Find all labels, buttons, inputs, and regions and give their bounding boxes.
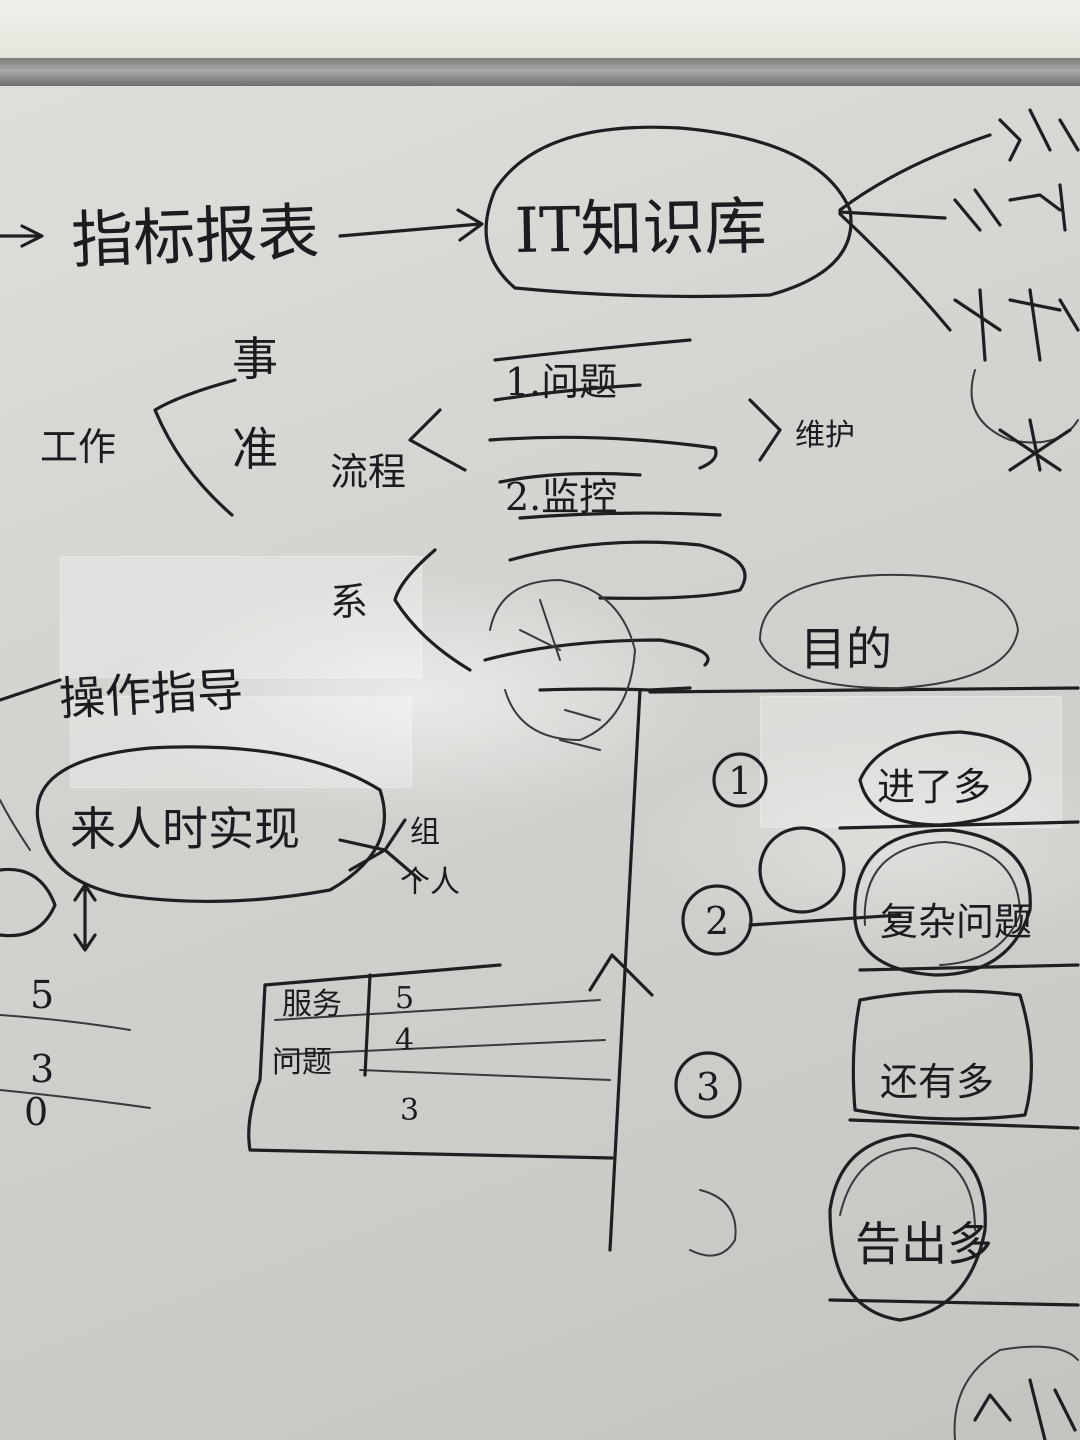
label-individual: 个人 bbox=[400, 865, 460, 900]
bottom-line bbox=[828, 1298, 1080, 1307]
left-number-line bbox=[0, 1014, 131, 1031]
left-number: 3 bbox=[30, 1047, 54, 1091]
purpose-ellipse bbox=[759, 573, 1019, 690]
label-oval-text: 来人时实现 bbox=[70, 802, 300, 856]
wall-background bbox=[0, 0, 1080, 62]
table-row-label: 问题 bbox=[272, 1045, 332, 1080]
table-line bbox=[359, 1069, 611, 1081]
whiteboard-frame-top bbox=[0, 58, 1080, 86]
table-row-value: 4 bbox=[395, 1023, 414, 1058]
label-purpose: 目的 bbox=[800, 622, 892, 676]
list-number: 2 bbox=[705, 899, 729, 943]
left-edge-ellipse bbox=[0, 867, 57, 938]
bottom-edge-scribble bbox=[973, 1378, 1077, 1440]
window-reflection bbox=[60, 556, 422, 678]
list-number: 1 bbox=[728, 759, 752, 803]
item-3-underline bbox=[848, 1118, 1080, 1130]
label-operation-guide: 操作指导 bbox=[58, 662, 245, 726]
table-row-label: 服务 bbox=[282, 987, 342, 1022]
item-2-line bbox=[748, 913, 902, 927]
kb-branch-mid bbox=[838, 210, 947, 220]
item-1-ellipse bbox=[858, 730, 1032, 827]
edge-scribble bbox=[953, 183, 1067, 232]
table-line-top bbox=[263, 963, 502, 987]
list-line bbox=[493, 383, 642, 402]
item-2-ellipse-extra bbox=[863, 841, 1021, 966]
bottom-right-text: 告出多 bbox=[855, 1217, 993, 1271]
bottom-circle-extra bbox=[839, 1147, 976, 1231]
kb-branch-down bbox=[838, 212, 952, 332]
list-line bbox=[488, 435, 718, 470]
center-horizontal-line bbox=[648, 686, 1080, 694]
label-flow: 流程 bbox=[330, 450, 406, 494]
item-2-small-circle bbox=[758, 826, 846, 914]
label-report: 指标报表 bbox=[70, 195, 320, 277]
bottom-edge-arc bbox=[953, 1345, 1079, 1440]
list-bracket-right bbox=[748, 398, 782, 462]
item-1-underline bbox=[838, 820, 1080, 830]
faint-circle bbox=[489, 579, 636, 741]
table-outer bbox=[247, 983, 614, 1160]
table-row-value: 3 bbox=[400, 1093, 419, 1128]
whiteboard-surface bbox=[0, 86, 1080, 1440]
list-text: 还有多 bbox=[880, 1060, 994, 1104]
label-system: 系 bbox=[330, 580, 368, 624]
double-arrow bbox=[73, 883, 97, 952]
list-line bbox=[498, 471, 642, 484]
table-line bbox=[274, 1039, 606, 1056]
list-text: 进了多 bbox=[877, 765, 991, 809]
list-number: 3 bbox=[696, 1065, 720, 1109]
label-maintain: 维护 bbox=[795, 418, 855, 453]
item-3-box bbox=[851, 989, 1034, 1121]
label-standard: 准 bbox=[232, 422, 278, 476]
list-bracket-left bbox=[408, 408, 467, 472]
table-divider bbox=[363, 973, 372, 1077]
left-oval-arrow bbox=[338, 818, 422, 882]
lower-line bbox=[508, 540, 747, 600]
faint-scribble bbox=[519, 599, 601, 751]
center-vertical-arrow bbox=[588, 688, 654, 1252]
left-oval bbox=[35, 745, 386, 903]
number-circle bbox=[674, 1051, 742, 1119]
left-oval-connector bbox=[0, 678, 62, 702]
label-knowledge-base: IT知识库 bbox=[514, 190, 767, 267]
left-number: 0 bbox=[24, 1090, 48, 1134]
lower-bracket bbox=[393, 548, 472, 672]
number-circle-faint bbox=[689, 1189, 737, 1257]
table-row-value: 5 bbox=[395, 981, 414, 1016]
left-edge-arc bbox=[0, 799, 31, 851]
label-group: 组 bbox=[410, 815, 440, 850]
list-text: 复杂问题 bbox=[880, 900, 1032, 944]
list-item-2: 2.监控 bbox=[505, 475, 617, 519]
window-reflection bbox=[70, 696, 412, 788]
list-item-1: 1.问题 bbox=[505, 360, 617, 404]
left-number-line bbox=[0, 1089, 151, 1109]
label-work: 工作 bbox=[40, 425, 116, 469]
edge-scribble bbox=[998, 108, 1080, 162]
number-circle bbox=[712, 752, 768, 808]
arrow-report-to-kb bbox=[338, 208, 484, 242]
bottom-circle bbox=[828, 1133, 987, 1322]
work-bracket bbox=[153, 378, 237, 517]
label-matter: 事 bbox=[232, 332, 278, 386]
lower-line bbox=[483, 638, 710, 667]
edge-scribble bbox=[953, 288, 1080, 362]
lower-line bbox=[538, 686, 692, 692]
left-number: 5 bbox=[30, 973, 54, 1017]
kb-ellipse bbox=[484, 125, 853, 299]
arrow-left-edge bbox=[0, 224, 44, 248]
list-line bbox=[493, 338, 692, 362]
table-line bbox=[274, 999, 601, 1021]
edge-scribble bbox=[998, 418, 1072, 472]
kb-branch-up bbox=[838, 133, 992, 212]
number-circle bbox=[681, 884, 753, 956]
list-line bbox=[518, 511, 722, 520]
item-2-underline bbox=[858, 963, 1080, 972]
